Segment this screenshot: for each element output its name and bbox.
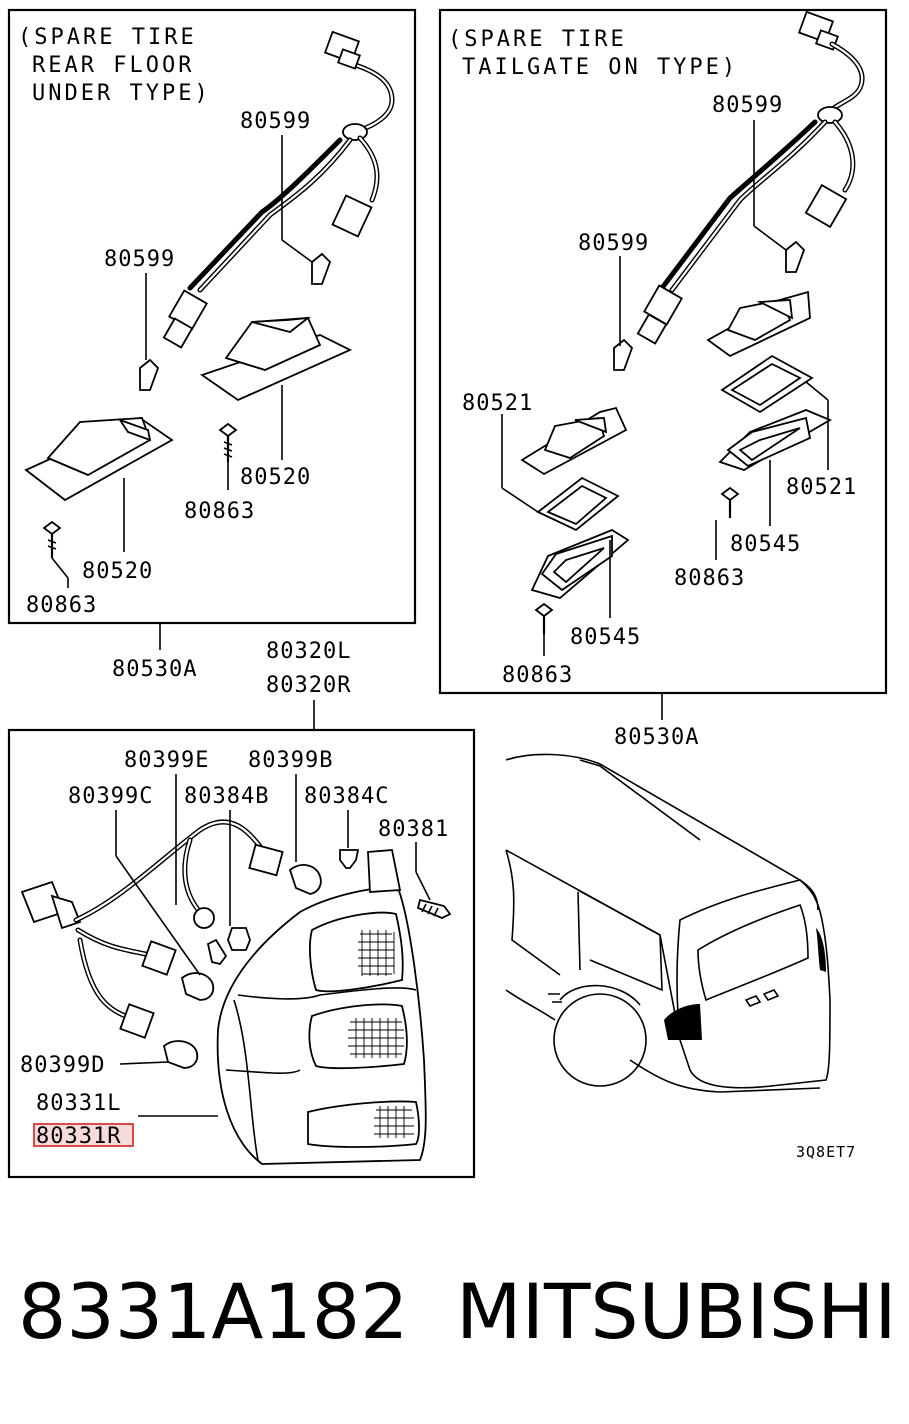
label-80520-b: 80520	[82, 559, 153, 584]
label-80320l: 80320L	[266, 639, 351, 664]
label-80545-right: 80545	[730, 532, 801, 557]
label-80599-a: 80599	[712, 93, 783, 118]
part-number: 8331A182	[18, 1267, 408, 1356]
label-80521-right: 80521	[786, 475, 857, 500]
license-lamp-harness	[613, 10, 865, 371]
clip-80384c	[339, 849, 360, 869]
label-80384c: 80384C	[304, 784, 389, 809]
leader	[119, 1061, 169, 1065]
note-line-3: UNDER TYPE)	[32, 81, 211, 106]
screw-80863-b	[42, 520, 62, 558]
note-line-2: TAILGATE ON TYPE)	[462, 55, 738, 80]
panel-frame	[7, 728, 476, 1179]
bulb-80399b	[288, 864, 322, 895]
license-lamp-upper	[200, 316, 353, 402]
label-80863-b: 80863	[26, 593, 97, 618]
label-80863-right: 80863	[674, 566, 745, 591]
tail-lamp-body	[216, 849, 427, 1165]
label-80399e: 80399E	[124, 748, 209, 773]
label-80599-b: 80599	[578, 231, 649, 256]
label-80320r: 80320R	[266, 673, 351, 698]
label-80863-left: 80863	[502, 663, 573, 688]
brand-name: MITSUBISHI	[456, 1267, 897, 1356]
bulb-80399d	[162, 1040, 199, 1069]
socket-80384b	[227, 927, 251, 951]
label-80331l: 80331L	[36, 1091, 121, 1116]
tail-lamp-harness	[20, 819, 284, 1039]
label-80520-a: 80520	[240, 465, 311, 490]
label-80384b: 80384B	[184, 784, 269, 809]
gasket-80521-right	[720, 354, 814, 414]
leader	[115, 855, 201, 976]
note-line-1: (SPARE TIRE	[18, 25, 197, 50]
leader	[415, 871, 431, 901]
license-lamp-lower	[24, 416, 174, 502]
housing-80545-left	[530, 528, 630, 599]
panel-frame	[438, 8, 888, 695]
label-80399d: 80399D	[20, 1053, 105, 1078]
lens-hatch-upper	[358, 930, 395, 976]
bulb-80399e	[206, 938, 228, 966]
lens-hatch-middle	[348, 1018, 404, 1058]
label-80530a-left: 80530A	[112, 657, 197, 682]
note-line-2: REAR FLOOR	[32, 53, 194, 78]
license-lamp-right	[706, 290, 811, 358]
screw-80863-right	[720, 486, 740, 518]
screw-80863-left	[534, 602, 554, 634]
label-80530a-right: 80530A	[614, 725, 699, 750]
panel-tailgate-on: (SPARE TIRE TAILGATE ON TYPE)	[438, 8, 888, 695]
screw-80381	[416, 898, 452, 919]
gasket-80521-left	[536, 476, 620, 532]
panel-rear-floor-under: (SPARE TIRE REAR FLOOR UNDER TYPE)	[7, 8, 417, 625]
bulb-80399c	[180, 972, 215, 1001]
housing-80545-right	[718, 409, 833, 471]
lens-hatch-lower	[374, 1106, 414, 1138]
highlight-box	[33, 1123, 134, 1147]
label-80599-a: 80599	[240, 109, 311, 134]
vehicle-rear-illustration	[505, 753, 831, 1093]
label-80545-left: 80545	[570, 625, 641, 650]
panel-tail-lamp: 80399E 80399B 80399C 80384B 80384C 80381…	[7, 728, 476, 1179]
label-80399c: 80399C	[68, 784, 153, 809]
screw-80863-a	[218, 422, 238, 462]
note-line-1: (SPARE TIRE	[448, 27, 627, 52]
label-80399b: 80399B	[248, 748, 333, 773]
drawing-code: 3Q8ET7	[796, 1143, 856, 1161]
label-80381: 80381	[378, 817, 449, 842]
label-80599-b: 80599	[104, 247, 175, 272]
panel-frame	[7, 8, 417, 625]
license-lamp-left	[520, 406, 628, 476]
label-80331r-highlighted[interactable]: 80331R	[36, 1124, 121, 1149]
license-lamp-harness	[139, 30, 395, 391]
label-80863-a: 80863	[184, 499, 255, 524]
label-80521-left: 80521	[462, 391, 533, 416]
